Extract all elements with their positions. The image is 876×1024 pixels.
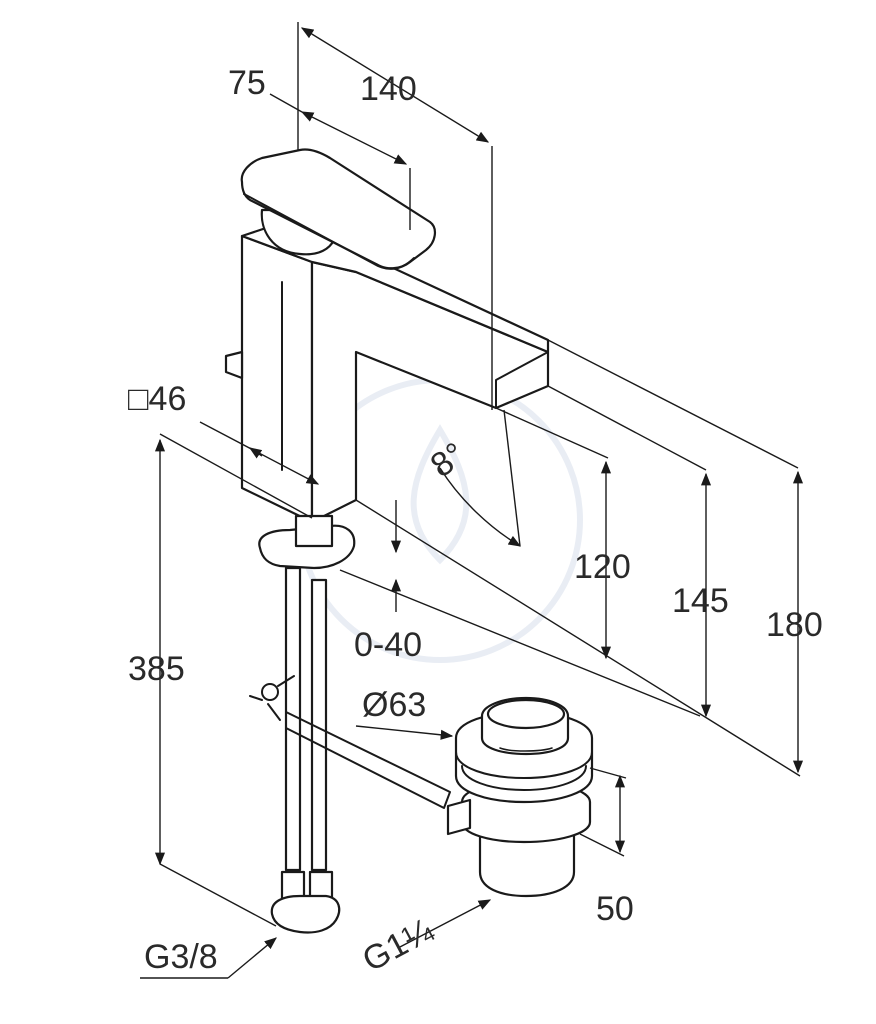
label-140: 140	[360, 70, 417, 108]
label-diameter-63: Ø63	[362, 686, 426, 724]
dimension-labels: 75 140 □46 8° 120 145 180 385 0-40 Ø63 5…	[128, 64, 823, 979]
label-50: 50	[596, 890, 634, 928]
label-120: 120	[574, 548, 631, 586]
popup-rod	[285, 711, 451, 809]
supply-pipes	[249, 514, 356, 934]
label-g3-8: G3/8	[144, 938, 218, 976]
label-0-40: 0-40	[354, 626, 422, 664]
waste-drain	[446, 696, 594, 898]
lever-handle	[240, 148, 436, 270]
label-square-46: □46	[128, 380, 186, 418]
label-385: 385	[128, 650, 185, 688]
dimension-lines	[140, 22, 804, 979]
label-145: 145	[672, 582, 729, 620]
label-180: 180	[766, 606, 823, 644]
label-75: 75	[228, 64, 266, 102]
label-g1-1-4: G1¼	[356, 911, 439, 979]
